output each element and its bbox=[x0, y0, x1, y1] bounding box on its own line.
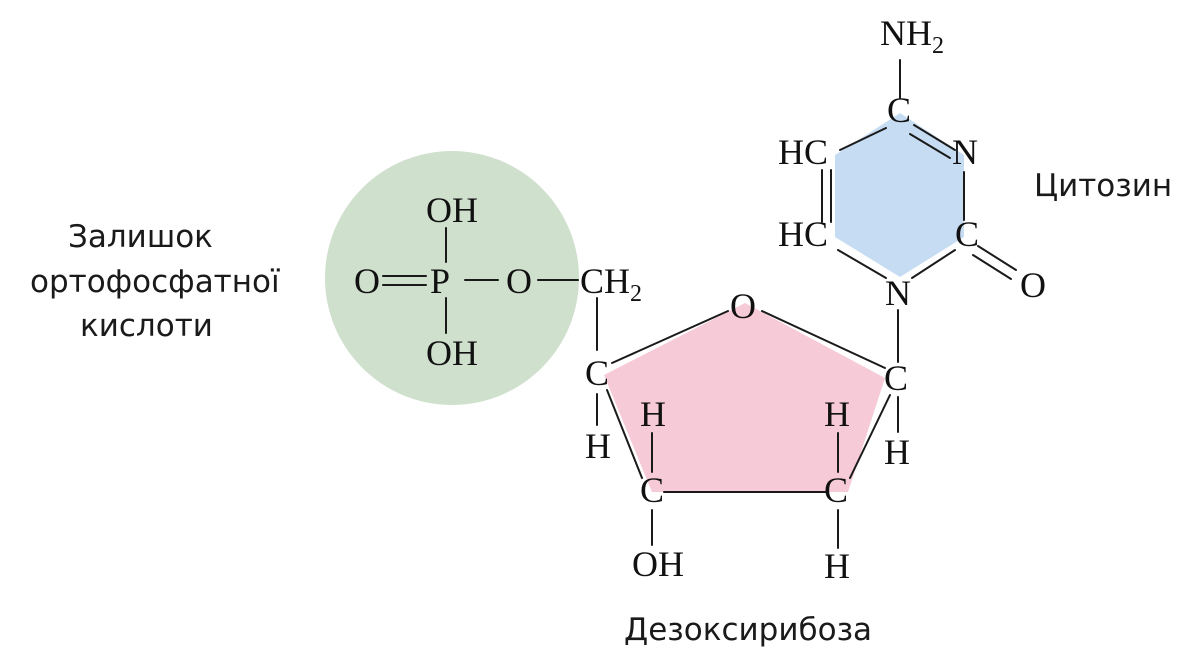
atom-p-oh-top: OH bbox=[426, 190, 478, 230]
atom-c4: C bbox=[640, 470, 664, 510]
phosphate-bonds bbox=[382, 227, 579, 334]
cytosine-bonds bbox=[821, 59, 1017, 280]
atom-ring-o: O bbox=[730, 286, 756, 326]
atom-cyt-hc-bottom: HC bbox=[778, 214, 828, 254]
bond-c-n-double-a bbox=[913, 124, 956, 151]
bond-c-o-double-a bbox=[977, 245, 1017, 271]
bond-c1-c5 bbox=[849, 394, 891, 479]
phosphate-group-circle bbox=[325, 151, 579, 405]
atom-c5: C bbox=[824, 470, 848, 510]
phosphate-label-line1: Залишок bbox=[68, 219, 213, 255]
atom-ch2: CH2 bbox=[580, 261, 642, 307]
bond-hc-bottom-n bbox=[837, 249, 887, 279]
atom-c3-h: H bbox=[585, 426, 611, 466]
atom-cyt-n-bottom: N bbox=[885, 273, 911, 313]
atom-nh2: NH2 bbox=[880, 13, 944, 59]
bond-c3-c4 bbox=[606, 389, 643, 479]
atom-cyt-c-top: C bbox=[887, 90, 911, 130]
sugar-bonds bbox=[596, 297, 899, 549]
atom-ch2-c: CH bbox=[580, 261, 630, 301]
atom-cyt-c-right: C bbox=[955, 214, 979, 254]
atom-c3: C bbox=[585, 353, 609, 393]
atom-c1: C bbox=[884, 358, 908, 398]
atom-c4-oh: OH bbox=[632, 544, 684, 584]
atom-p-o-link: O bbox=[506, 261, 532, 301]
atom-p-o-left: O bbox=[354, 261, 380, 301]
atom-nh2-subscript: 2 bbox=[932, 33, 944, 59]
atom-c5-h-top: H bbox=[824, 394, 850, 434]
cytosine-hexagon bbox=[835, 113, 964, 277]
bond-c-hc-top bbox=[839, 127, 887, 151]
atom-p: P bbox=[430, 261, 450, 301]
phosphate-label-line2: ортофосфатної bbox=[30, 264, 280, 300]
atom-c1-h: H bbox=[884, 432, 910, 472]
bond-c-n-double-b bbox=[909, 133, 951, 159]
deoxyribose-label: Дезоксирибоза bbox=[624, 612, 872, 648]
cytosine-label: Цитозин bbox=[1034, 168, 1172, 204]
atom-c4-h: H bbox=[640, 394, 666, 434]
bond-c3-ring-o bbox=[611, 310, 729, 364]
atom-p-oh-bottom: OH bbox=[426, 333, 478, 373]
bond-c-o-double-b bbox=[972, 254, 1012, 280]
deoxyribose-pentagon bbox=[604, 303, 885, 492]
bond-ring-o-c1 bbox=[761, 310, 886, 369]
atom-cyt-o: O bbox=[1020, 265, 1046, 305]
atom-ch2-subscript: 2 bbox=[630, 281, 642, 307]
atom-c5-h-bottom: H bbox=[824, 546, 850, 586]
atom-cyt-hc-top: HC bbox=[778, 132, 828, 172]
atom-cyt-n-right: N bbox=[952, 132, 978, 172]
bond-c-right-n bbox=[911, 249, 956, 279]
atom-nh2-n: NH bbox=[880, 13, 932, 53]
phosphate-label-line3: кислоти bbox=[80, 308, 213, 344]
